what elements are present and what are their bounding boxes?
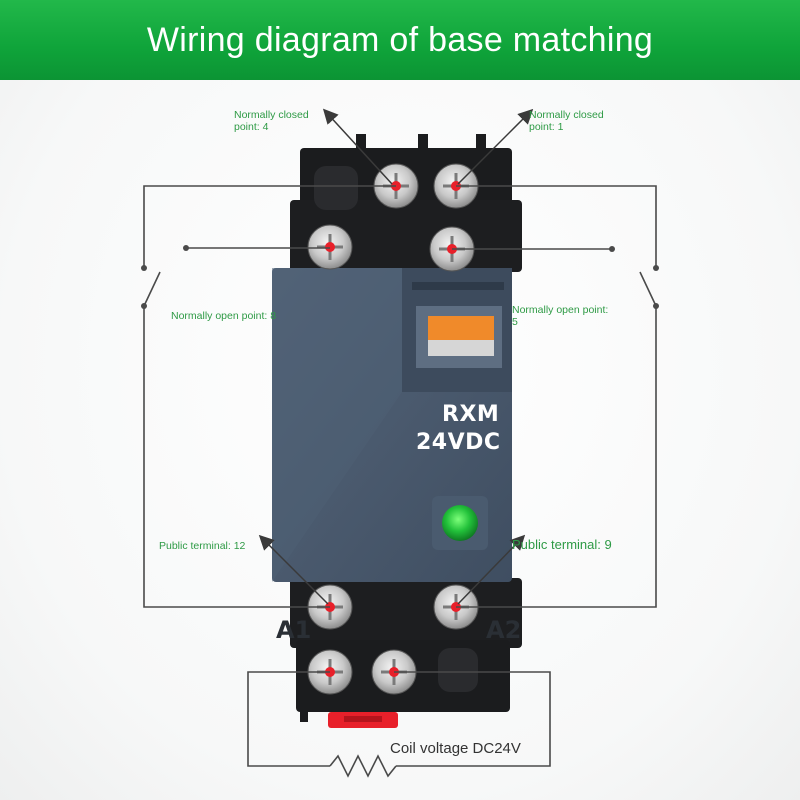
status-led: [432, 496, 488, 550]
coil-loop: [247, 671, 551, 778]
label-normally-open-8: Normally open point: 8: [171, 310, 277, 322]
banner-title: Wiring diagram of base matching: [146, 20, 654, 59]
label-public-terminal-12: Public terminal: 12: [159, 540, 246, 552]
label-public-terminal-9: Public terminal: 9: [512, 537, 612, 552]
left-switch-nodes: [141, 245, 189, 309]
label-normally-closed-1: Normally closed point: 1: [529, 109, 604, 133]
pin-label-a1: A1: [276, 616, 312, 644]
pin-label-a2: A2: [486, 616, 522, 644]
left-switch-wiring: [143, 185, 396, 608]
coil-voltage-label: Coil voltage DC24V: [390, 740, 521, 757]
terminal-no8: [307, 224, 353, 270]
label-normally-open-5: Normally open point: 5: [512, 304, 609, 328]
relay-model: RXM: [442, 402, 500, 427]
right-switch-nodes: [609, 246, 659, 309]
relay-voltage: 24VDC: [416, 430, 501, 455]
label-normally-closed-4: Normally closed point: 4: [234, 109, 309, 133]
right-switch-wiring: [452, 185, 657, 608]
title-banner: Wiring diagram of base matching: [0, 0, 800, 80]
pointer-arrows: [258, 108, 534, 605]
